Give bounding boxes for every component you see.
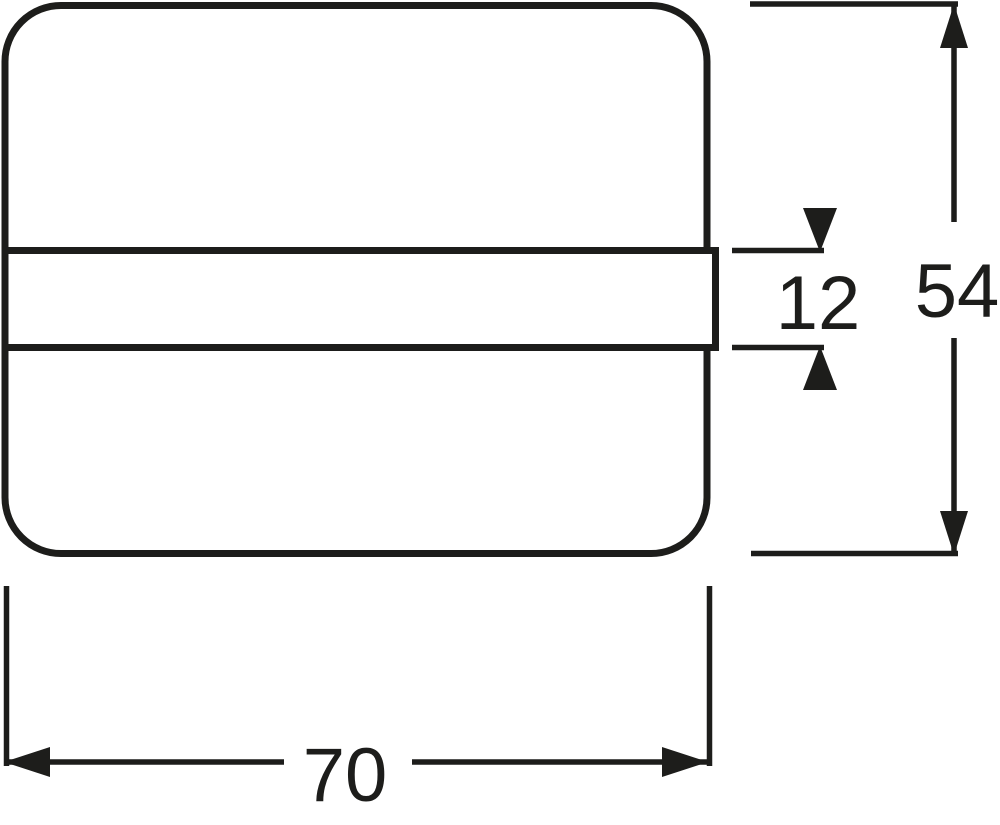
dimension-label-rocker-height: 12 (776, 261, 861, 346)
dimension-rocker-height: 12 (732, 208, 860, 390)
arrow-left-icon (4, 747, 50, 777)
arrow-up-icon (940, 4, 968, 48)
dimension-label-plate-height: 54 (915, 249, 1000, 334)
arrow-right-icon (662, 747, 708, 777)
dimension-plate-width: 70 (3, 586, 713, 818)
arrow-down-icon (803, 208, 837, 252)
arrow-up-icon (803, 346, 837, 390)
dimension-plate-height: 54 (750, 1, 1000, 557)
dimension-label-plate-width: 70 (303, 733, 388, 818)
arrow-down-icon (940, 511, 968, 555)
rocker-slot (1, 247, 719, 351)
